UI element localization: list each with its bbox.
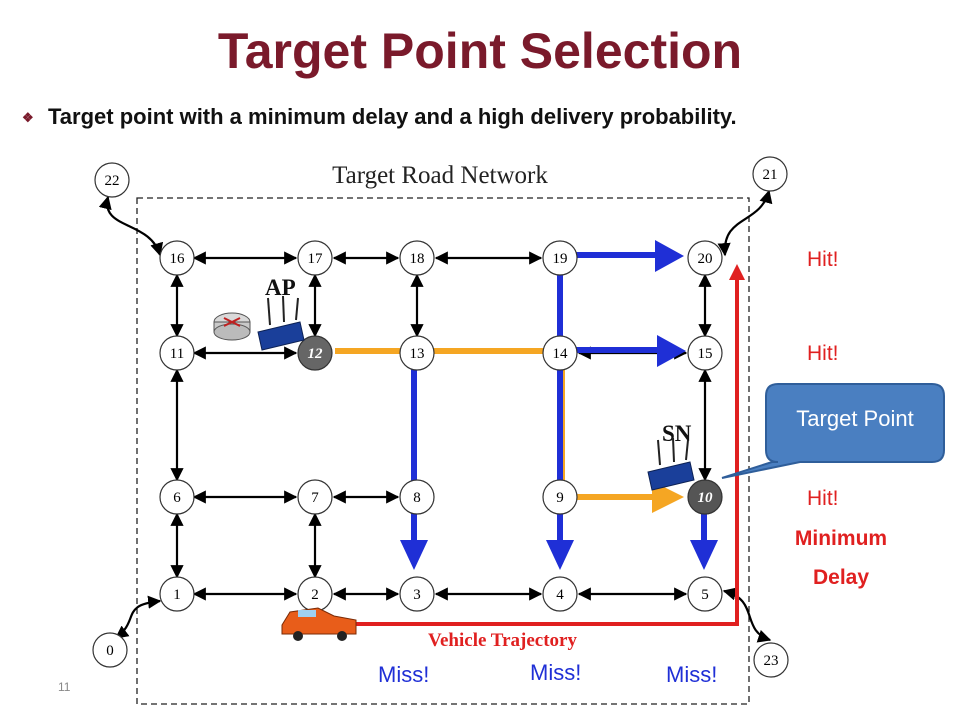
page-number: 11 (58, 680, 71, 694)
miss-label-2: Miss! (530, 660, 581, 685)
node-1: 1 (159, 576, 195, 612)
node-8: 8 (399, 479, 435, 515)
node-5: 5 (687, 576, 723, 612)
svg-text:10: 10 (698, 490, 714, 506)
svg-text:9: 9 (556, 490, 564, 506)
network-label: Target Road Network (332, 162, 548, 189)
miss-label-1: Miss! (378, 662, 429, 687)
bullet-diamond-icon: ❖ (22, 110, 34, 126)
svg-text:18: 18 (410, 251, 425, 267)
node-14: 14 (542, 335, 578, 371)
svg-text:19: 19 (553, 251, 568, 267)
target-point-callout (721, 383, 945, 479)
svg-text:8: 8 (413, 490, 421, 506)
node-0: 0 (92, 632, 128, 668)
bullet-point: ❖ Target point with a minimum delay and a… (22, 104, 737, 130)
slide-title: Target Point Selection (217, 23, 743, 79)
node-9: 9 (542, 479, 578, 515)
svg-text:14: 14 (553, 346, 569, 362)
orange-forwarding-path (335, 348, 655, 500)
svg-text:23: 23 (764, 653, 779, 669)
minimum-delay-line-1: Minimum (795, 527, 887, 550)
bullet-text: Target point with a minimum delay and a … (48, 104, 737, 129)
network-nodes: 22 21 16 17 18 19 20 11 12 13 14 15 6 7 … (92, 156, 789, 678)
node-10: 10 (687, 479, 723, 515)
svg-text:11: 11 (170, 346, 184, 362)
svg-text:17: 17 (308, 251, 324, 267)
node-15: 15 (687, 335, 723, 371)
node-19: 19 (542, 240, 578, 276)
node-18: 18 (399, 240, 435, 276)
blue-arrow-heads (400, 240, 718, 570)
node-4: 4 (542, 576, 578, 612)
ap-label: AP (265, 275, 296, 300)
hit-label-3: Hit! (807, 487, 839, 510)
road-edges (170, 251, 712, 601)
miss-label-3: Miss! (666, 662, 717, 687)
svg-text:3: 3 (413, 587, 421, 603)
node-20: 20 (687, 240, 723, 276)
svg-text:12: 12 (308, 346, 324, 362)
node-6: 6 (159, 479, 195, 515)
svg-text:16: 16 (170, 251, 186, 267)
svg-text:7: 7 (311, 490, 319, 506)
hit-label-1: Hit! (807, 248, 839, 271)
vehicle-trajectory-path (300, 264, 745, 626)
node-13: 13 (399, 335, 435, 371)
node-16: 16 (159, 240, 195, 276)
node-12: 12 (297, 335, 333, 371)
svg-text:20: 20 (698, 251, 713, 267)
svg-text:21: 21 (763, 167, 778, 183)
svg-text:2: 2 (311, 587, 319, 603)
minimum-delay-line-2: Delay (813, 566, 869, 589)
svg-text:0: 0 (106, 643, 114, 659)
node-21: 21 (752, 156, 788, 192)
vehicle-trajectory-label: Vehicle Trajectory (428, 630, 577, 651)
outer-connectors (98, 189, 773, 643)
svg-text:5: 5 (701, 587, 709, 603)
node-3: 3 (399, 576, 435, 612)
node-2: 2 (297, 576, 333, 612)
node-23: 23 (753, 642, 789, 678)
result-labels: Hit! Hit! Hit! Minimum Delay Miss! Miss!… (378, 248, 887, 687)
router-icon (213, 312, 251, 341)
target-point-callout-text: Target Point (796, 406, 914, 431)
hit-label-2: Hit! (807, 342, 839, 365)
svg-text:22: 22 (105, 173, 120, 189)
orange-arrow-head (652, 481, 684, 513)
svg-text:6: 6 (173, 490, 181, 506)
node-7: 7 (297, 479, 333, 515)
node-11: 11 (159, 335, 195, 371)
svg-text:13: 13 (410, 346, 425, 362)
network-boundary (136, 197, 750, 705)
svg-text:15: 15 (698, 346, 713, 362)
sensor-node-icon (647, 437, 695, 491)
vehicle-car-icon (281, 607, 357, 641)
svg-text:4: 4 (556, 587, 564, 603)
node-17: 17 (297, 240, 333, 276)
svg-text:1: 1 (173, 587, 181, 603)
node-22: 22 (94, 162, 130, 198)
access-point-icon (257, 295, 305, 351)
